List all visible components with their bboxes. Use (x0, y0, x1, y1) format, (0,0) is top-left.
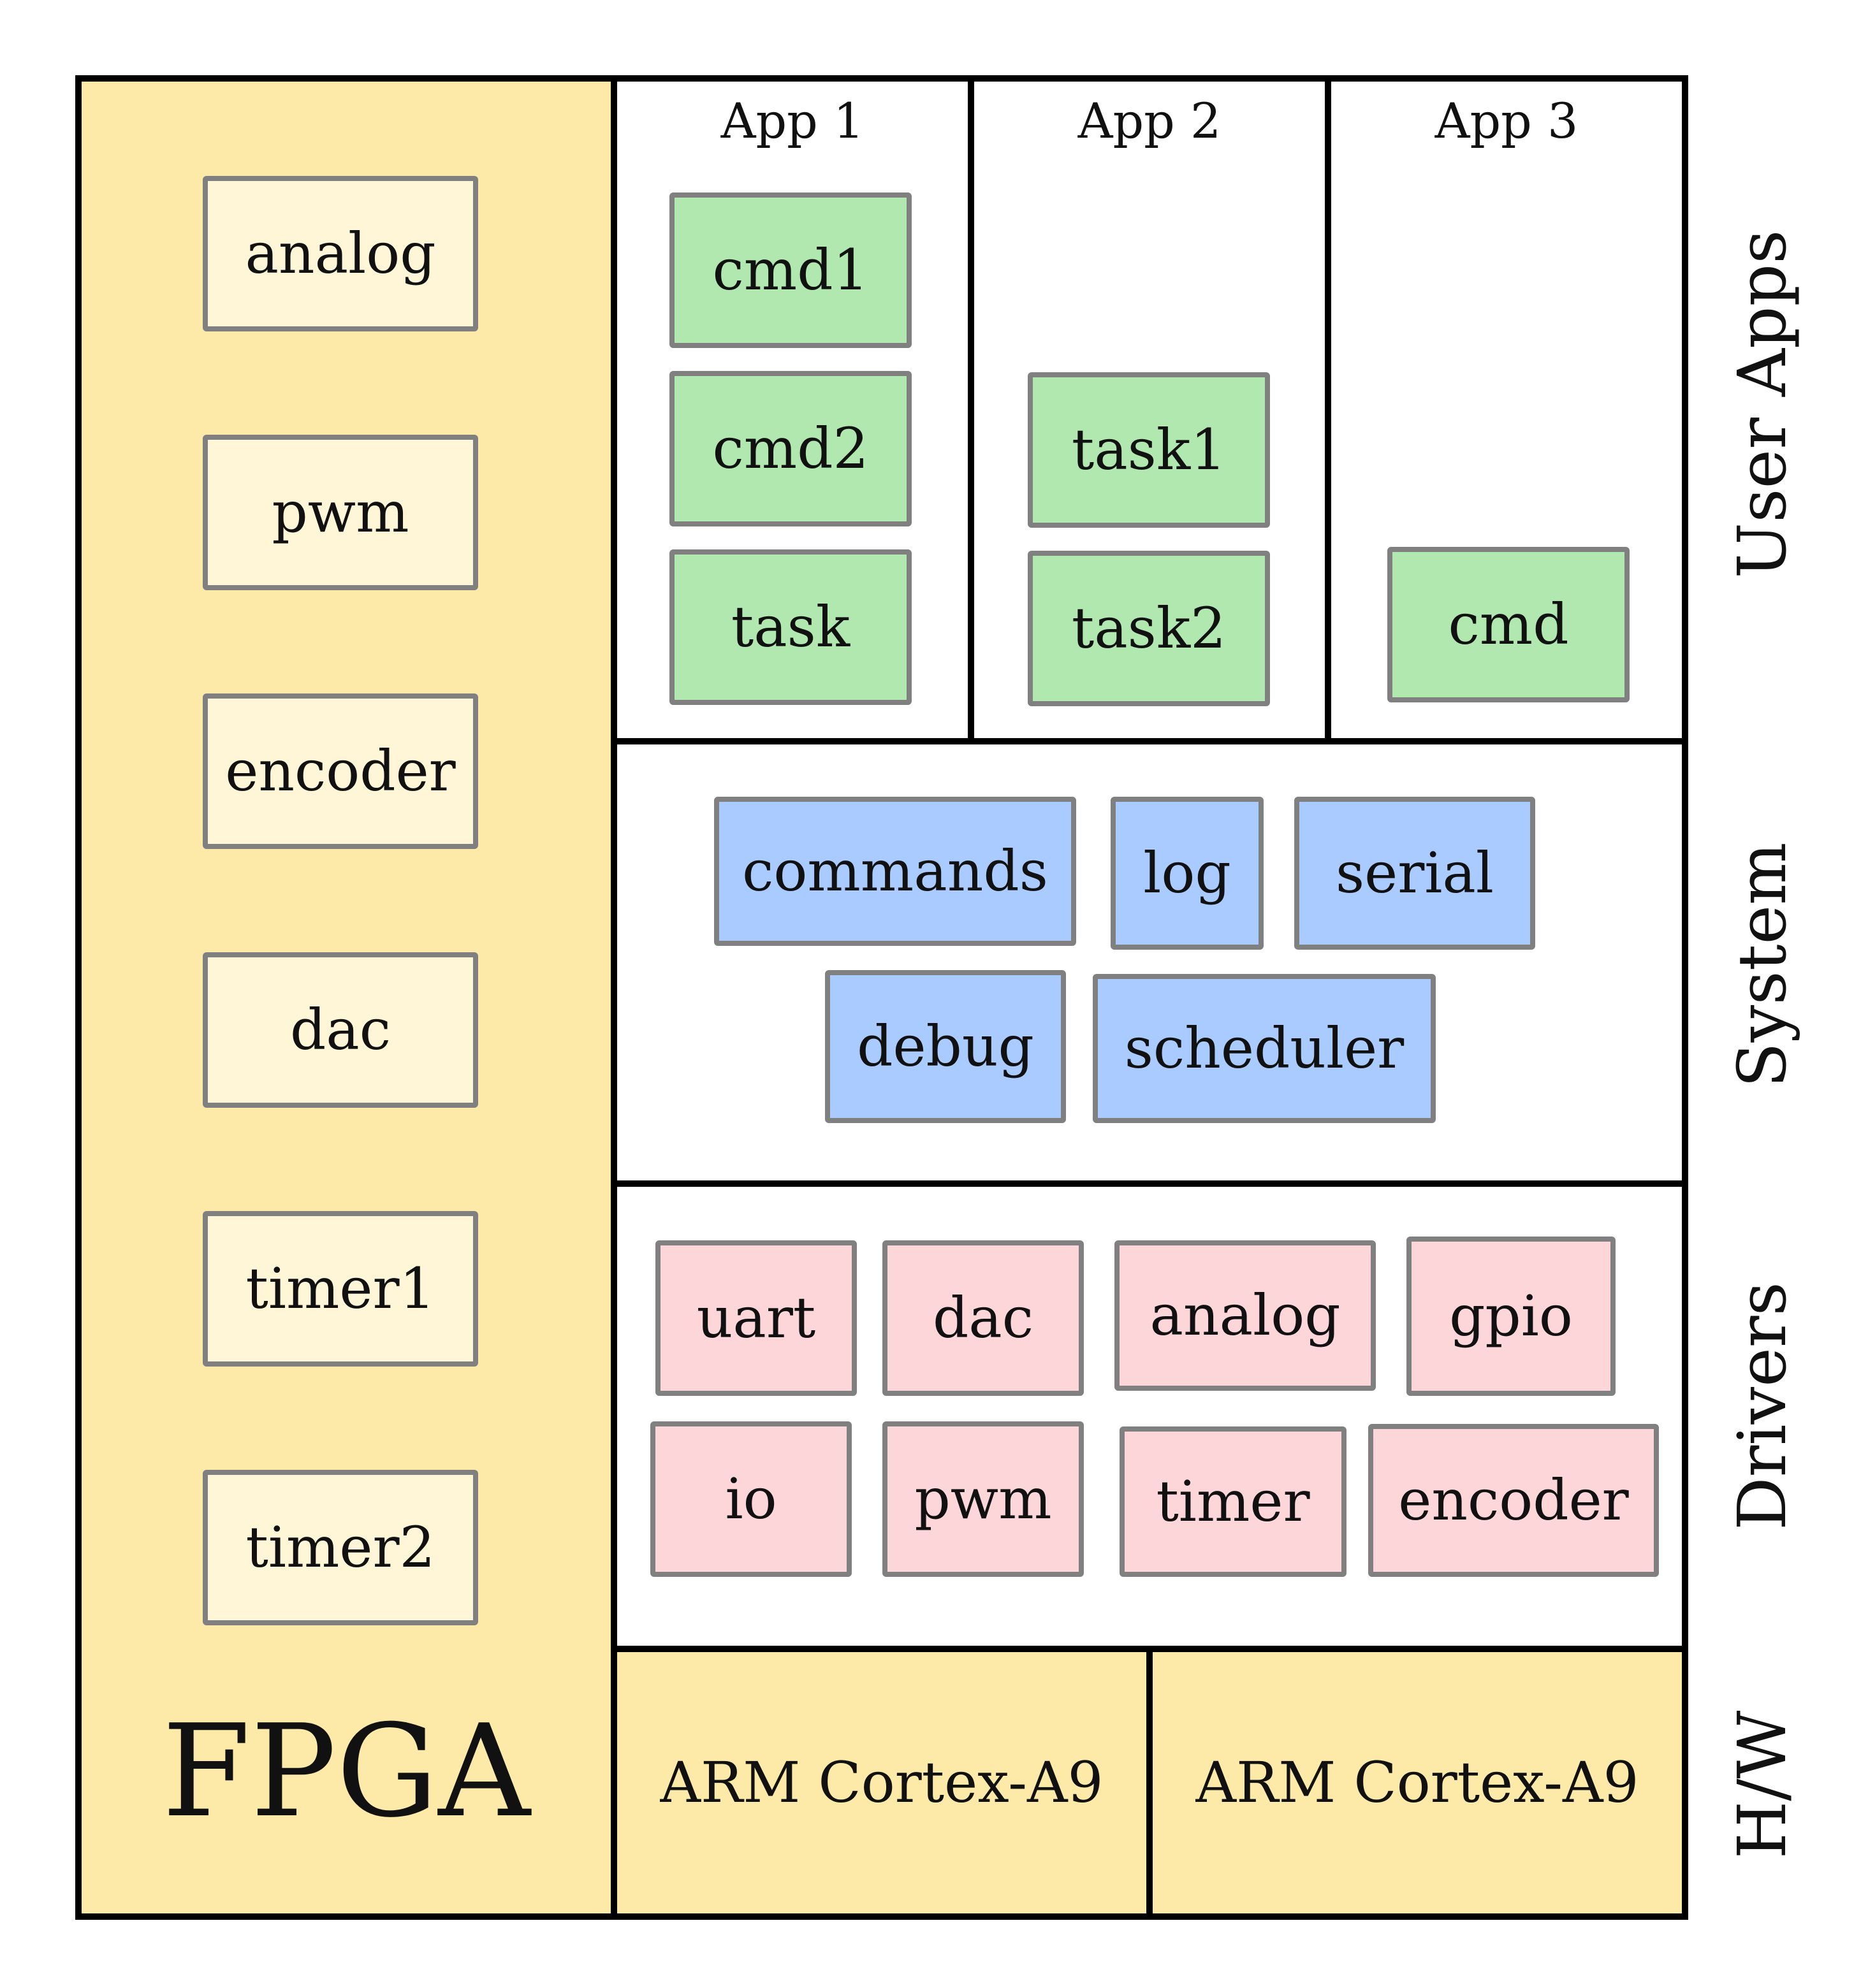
layer-label-hw: H/W (1723, 1710, 1801, 1859)
app-1-cmd2: cmd2 (669, 371, 912, 526)
hw-core-1-label: ARM Cortex-A9 (660, 1750, 1104, 1815)
system-module-log: log (1111, 797, 1264, 950)
app-1-task: task (669, 549, 912, 705)
app-2-title: App 2 (1077, 92, 1222, 149)
app-1-title: App 1 (720, 92, 865, 149)
app-2-task2: task2 (1028, 551, 1270, 706)
system-module-scheduler: scheduler (1093, 974, 1436, 1123)
driver-encoder: encoder (1368, 1424, 1659, 1577)
hw-core-2-panel (1146, 1646, 1688, 1920)
layer-label-system: System (1723, 842, 1801, 1088)
driver-dac: dac (882, 1240, 1084, 1396)
fpga-module-analog: analog (203, 176, 478, 331)
app-3-cmd: cmd (1387, 547, 1630, 702)
driver-timer: timer (1120, 1426, 1346, 1577)
hw-core-2-label: ARM Cortex-A9 (1195, 1750, 1639, 1815)
system-module-debug: debug (825, 970, 1066, 1123)
system-module-serial: serial (1294, 797, 1535, 950)
fpga-module-timer1: timer1 (203, 1211, 478, 1367)
system-module-commands: commands (714, 797, 1076, 946)
hw-core-1-panel (611, 1646, 1153, 1920)
driver-uart: uart (655, 1240, 857, 1396)
driver-analog: analog (1114, 1240, 1376, 1391)
fpga-module-pwm: pwm (203, 435, 478, 590)
fpga-module-dac: dac (203, 952, 478, 1108)
driver-io: io (650, 1421, 852, 1577)
fpga-title: FPGA (162, 1697, 530, 1846)
app-3-title: App 3 (1434, 92, 1579, 149)
app-1-cmd1: cmd1 (669, 192, 912, 348)
fpga-module-encoder: encoder (203, 693, 478, 849)
app-2-task1: task1 (1028, 372, 1270, 528)
layer-label-user-apps: User Apps (1723, 229, 1801, 579)
fpga-module-timer2: timer2 (203, 1470, 478, 1625)
driver-gpio: gpio (1406, 1237, 1616, 1396)
driver-pwm: pwm (882, 1421, 1084, 1577)
